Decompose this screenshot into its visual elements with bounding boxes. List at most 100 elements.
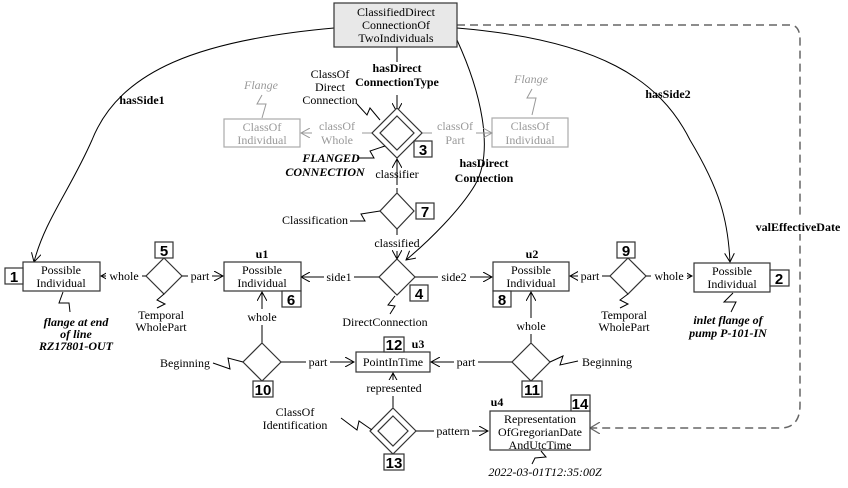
flange-right-annotation: Flange <box>513 72 549 86</box>
beginning-10-diamond[interactable] <box>242 342 282 382</box>
label-bg <box>454 354 478 370</box>
u2-id: u2 <box>526 247 539 261</box>
diamond-inner <box>379 115 415 151</box>
temporal-whole-part-9-diamond[interactable] <box>609 257 647 295</box>
classified-direct-connection-box[interactable] <box>333 2 458 48</box>
node-number-4: 4 <box>415 286 424 303</box>
hasside1-edge[interactable] <box>34 27 335 262</box>
type-zigzag <box>549 355 579 366</box>
u1-label-1: Possible <box>242 263 282 277</box>
node-number-12: 12 <box>386 337 403 354</box>
classification-diamond[interactable] <box>379 192 415 230</box>
part-label-9: part <box>581 269 600 283</box>
type-zigzag <box>156 293 167 309</box>
node-number-10-box <box>252 380 274 398</box>
node2-label-2: Individual <box>707 277 757 291</box>
node-number-1-box <box>4 267 24 285</box>
classified-label: classified <box>374 236 419 250</box>
title-line-1: ClassifiedDirect <box>357 5 436 19</box>
possible-individual-u2-box[interactable] <box>492 261 570 292</box>
classification-type-label: Classification <box>282 213 348 227</box>
node1-annotation-1: flange at end <box>44 315 110 329</box>
class-of-individual-right-2: Individual <box>505 133 555 147</box>
node-number-5: 5 <box>160 243 168 260</box>
node2-annotation-1: inlet flange of <box>693 313 763 327</box>
node-number-6-box <box>281 290 302 308</box>
u2-label-2: Individual <box>506 276 556 290</box>
u3-id: u3 <box>412 337 425 351</box>
node10-type: Beginning <box>160 356 210 370</box>
representation-of-gregorian-date-u4-box[interactable] <box>489 410 591 451</box>
whole-label-5: whole <box>109 269 138 283</box>
label-bg <box>432 118 476 148</box>
node-number-14-box <box>570 394 591 412</box>
node1-label-2: Individual <box>36 276 86 290</box>
node-number-3-box <box>413 140 433 158</box>
u1-id: u1 <box>256 247 269 261</box>
has-direct-connection-label-1: hasDirect <box>459 156 508 170</box>
whole-label-9: whole <box>654 269 683 283</box>
label-bg <box>106 268 142 284</box>
node-number-7-box <box>415 202 435 220</box>
node-number-6: 6 <box>287 292 295 309</box>
part-label-5: part <box>191 269 210 283</box>
beginning-11-diamond[interactable] <box>511 342 551 382</box>
node5-type-2: WholePart <box>135 320 187 334</box>
annotation-zigzag <box>357 145 386 159</box>
val-effective-date-label: valEffectiveDate <box>756 220 841 234</box>
node-number-2: 2 <box>775 271 783 288</box>
u4-label-2: OfGregorianDate <box>498 425 582 439</box>
node1-annotation-3: RZ17801-OUT <box>38 339 114 353</box>
type-zigzag <box>619 293 630 309</box>
whole-label-10: whole <box>247 310 276 324</box>
temporal-whole-part-5-diamond[interactable] <box>145 257 183 295</box>
possible-individual-1-box[interactable] <box>22 261 101 292</box>
side2-label: side2 <box>441 270 466 284</box>
label-bg <box>306 354 330 370</box>
class-of-direct-connection-type-1: ClassOf <box>311 67 350 81</box>
u4-annotation-datetime: 2022-03-01T12:35:00Z <box>488 465 602 479</box>
label-bg <box>578 268 602 284</box>
class-of-individual-left-1: ClassOf <box>243 120 282 134</box>
label-bg <box>324 269 354 285</box>
class-of-part-label-2: Part <box>445 133 465 147</box>
node-number-2-box <box>769 269 790 287</box>
label-bg <box>360 380 428 396</box>
represented-label: represented <box>366 381 421 395</box>
classifier-label: classifier <box>375 167 418 181</box>
title-line-3: TwoIndividuals <box>358 31 433 45</box>
class-of-individual-whole-box[interactable] <box>223 118 301 148</box>
hasside2-edge[interactable] <box>456 27 730 262</box>
flange-left-annotation: Flange <box>243 78 279 92</box>
whole-label-11: whole <box>516 319 545 333</box>
point-in-time-label: PointInTime <box>363 355 423 369</box>
class-of-direct-connection-type-2: Direct <box>315 80 346 94</box>
node-number-4-box <box>409 284 429 302</box>
part-label-11: part <box>457 355 476 369</box>
node1-label-1: Possible <box>41 263 81 277</box>
u4-label-3: AndUtcTime <box>509 438 572 452</box>
node-number-11: 11 <box>524 382 540 399</box>
node5-type-1: Temporal <box>138 308 184 322</box>
has-side2-label: hasSide2 <box>645 87 690 101</box>
hasdirectconnection-edge[interactable] <box>406 39 485 260</box>
direct-connection-diamond[interactable] <box>378 258 416 296</box>
label-bg <box>651 268 687 284</box>
pattern-label: pattern <box>436 424 469 438</box>
annotation-zigzag <box>256 94 267 119</box>
direct-connection-type-label: DirectConnection <box>342 315 427 329</box>
node-number-3: 3 <box>419 142 427 159</box>
node9-type-1: Temporal <box>601 308 647 322</box>
type-zigzag <box>350 210 381 222</box>
class-of-whole-label-1: classOf <box>319 119 355 133</box>
node-number-1: 1 <box>10 269 18 286</box>
node-number-10: 10 <box>255 382 272 399</box>
node-number-12-box <box>383 336 405 353</box>
node-number-13-box <box>383 453 405 471</box>
flanged-connection-annotation-1: FLANGED <box>301 151 360 165</box>
class-of-part-label-1: classOf <box>437 119 473 133</box>
node13-type-2: Identification <box>263 418 328 432</box>
side1-label: side1 <box>326 270 351 284</box>
type-zigzag <box>356 103 381 121</box>
